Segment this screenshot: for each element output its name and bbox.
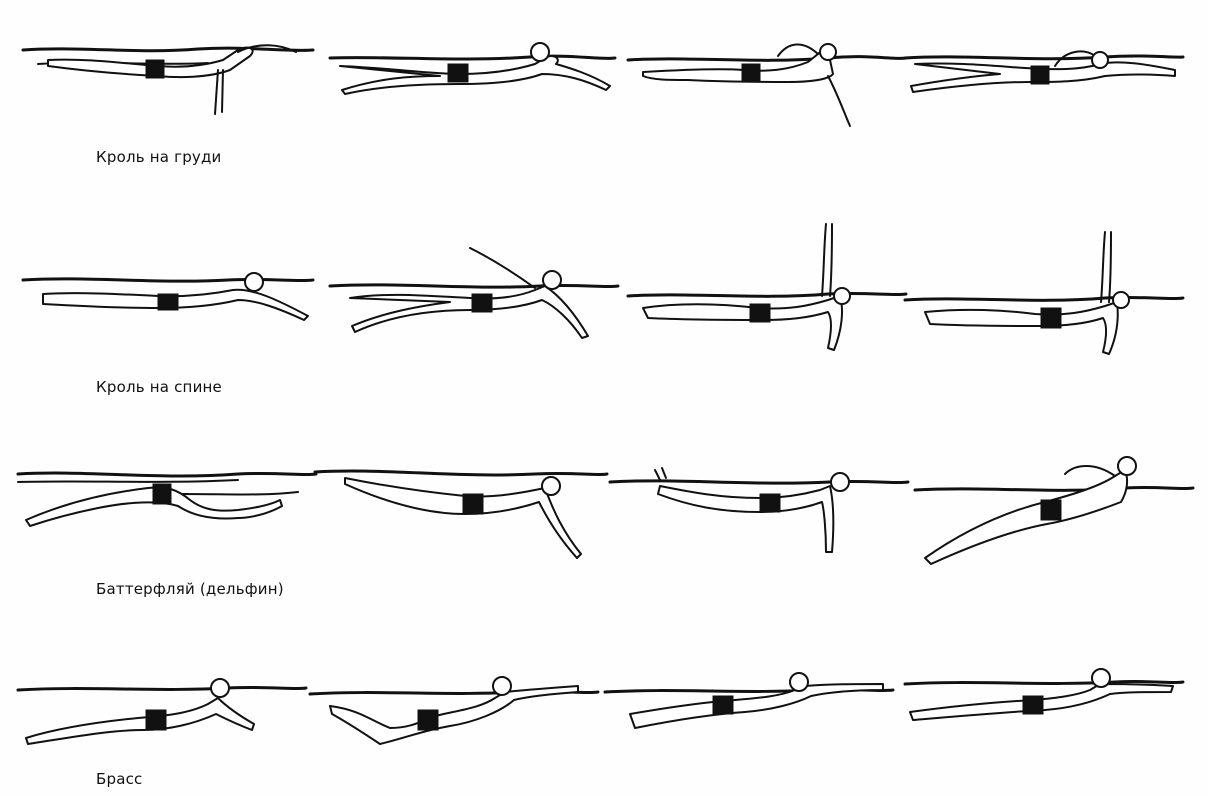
back-crawl-phase-2 <box>330 240 620 350</box>
breaststroke-phase-2 <box>310 668 600 758</box>
stroke-row-butterfly: Баттерфляй (дельфин) <box>0 440 1208 620</box>
caption-back-crawl: Кроль на спине <box>96 378 222 396</box>
butterfly-phase-2 <box>315 460 610 570</box>
front-crawl-phase-4 <box>905 30 1185 130</box>
caption-breaststroke: Брасс <box>96 770 143 788</box>
front-crawl-phase-2 <box>330 38 620 138</box>
back-crawl-phase-3 <box>628 220 908 360</box>
stroke-row-back-crawl: Кроль на спине <box>0 200 1208 400</box>
butterfly-phase-1 <box>18 460 318 560</box>
front-crawl-phase-3 <box>628 30 908 140</box>
back-crawl-phase-1 <box>18 260 318 330</box>
back-crawl-phase-4 <box>905 228 1185 368</box>
breaststroke-phase-4 <box>905 662 1185 752</box>
stroke-row-breaststroke: Брасс <box>0 650 1208 796</box>
front-crawl-phase-1 <box>18 30 318 130</box>
caption-front-crawl: Кроль на груди <box>96 148 222 166</box>
butterfly-phase-4 <box>915 450 1195 570</box>
caption-butterfly: Баттерфляй (дельфин) <box>96 580 284 598</box>
stroke-row-front-crawl: Кроль на груди <box>0 0 1208 200</box>
breaststroke-phase-3 <box>605 668 895 758</box>
breaststroke-phase-1 <box>18 668 308 758</box>
butterfly-phase-3 <box>610 460 910 570</box>
